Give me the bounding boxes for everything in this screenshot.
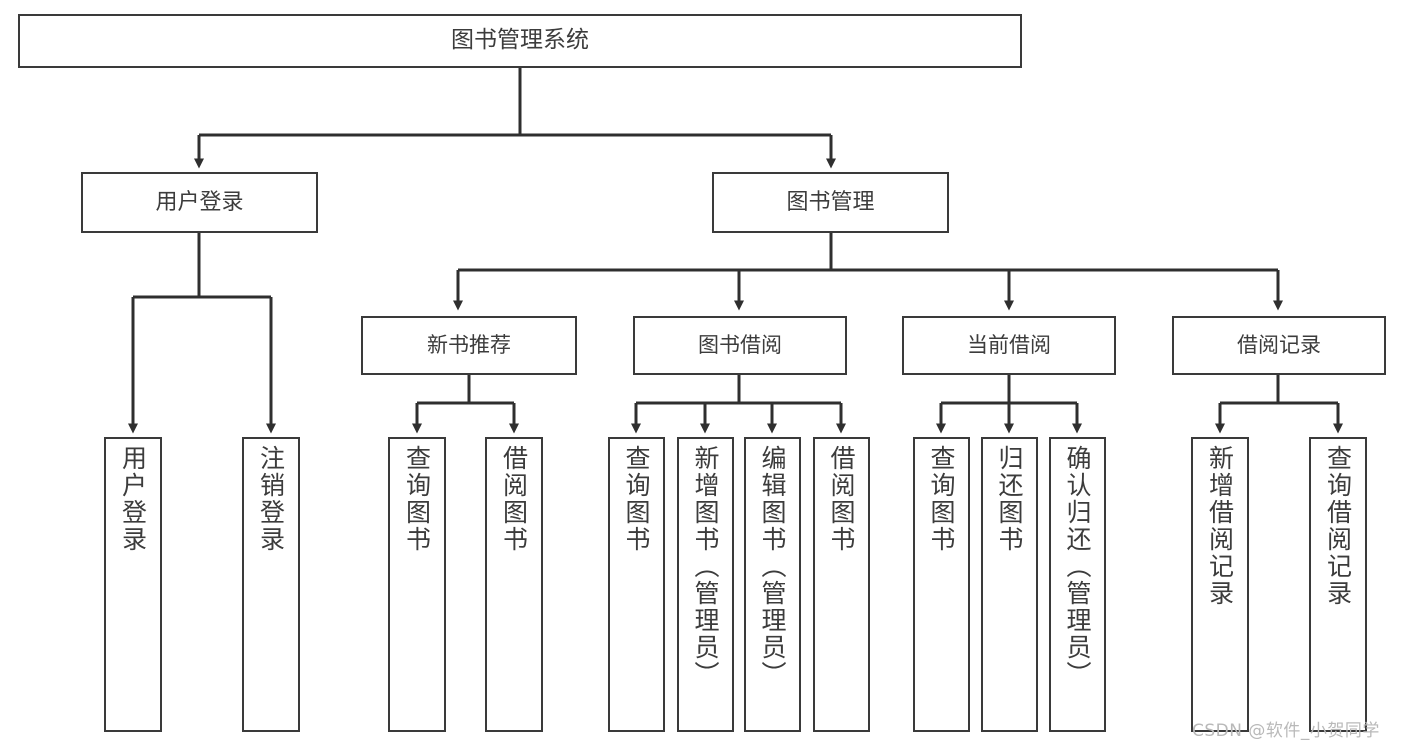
- node-label: 借阅记录: [1237, 333, 1321, 358]
- leaf-logout-login[interactable]: 注销登录: [242, 437, 300, 732]
- node-label: 图书管理: [786, 189, 875, 215]
- csdn-watermark: CSDN @软件_小贺同学: [1192, 721, 1380, 741]
- node-label: 图书管理系统: [451, 27, 589, 54]
- node-label: 新书推荐: [427, 333, 511, 358]
- leaf-label: 借阅图书: [499, 445, 529, 553]
- leaf-query-book-current[interactable]: 查询图书: [913, 437, 970, 732]
- leaf-label: 借阅图书: [827, 445, 856, 553]
- node-borrowing-record[interactable]: 借阅记录: [1172, 316, 1386, 375]
- node-root-book-management-system[interactable]: 图书管理系统: [18, 14, 1022, 68]
- leaf-edit-book-admin[interactable]: 编辑图书（管理员）: [744, 437, 801, 732]
- node-current-borrowing[interactable]: 当前借阅: [902, 316, 1116, 375]
- node-new-book-recommendation[interactable]: 新书推荐: [361, 316, 577, 375]
- leaf-label: 用户登录: [118, 445, 148, 553]
- leaf-query-book-recommendation[interactable]: 查询图书: [388, 437, 446, 732]
- leaf-query-borrow-record[interactable]: 查询借阅记录: [1309, 437, 1367, 732]
- leaf-borrow-book-recommendation[interactable]: 借阅图书: [485, 437, 543, 732]
- leaf-query-book-borrowing[interactable]: 查询图书: [608, 437, 665, 732]
- node-user-login[interactable]: 用户登录: [81, 172, 318, 233]
- node-label: 当前借阅: [967, 333, 1051, 358]
- leaf-return-book[interactable]: 归还图书: [981, 437, 1038, 732]
- leaf-label: 新增图书（管理员）: [691, 445, 720, 688]
- leaf-add-borrow-record[interactable]: 新增借阅记录: [1191, 437, 1249, 732]
- node-book-management[interactable]: 图书管理: [712, 172, 949, 233]
- leaf-label: 确认归还（管理员）: [1063, 445, 1092, 688]
- leaf-label: 查询借阅记录: [1323, 445, 1353, 607]
- leaf-label: 查询图书: [622, 445, 651, 553]
- leaf-label: 查询图书: [927, 445, 956, 553]
- node-label: 用户登录: [155, 189, 244, 215]
- leaf-label: 编辑图书（管理员）: [758, 445, 787, 688]
- leaf-user-login[interactable]: 用户登录: [104, 437, 162, 732]
- leaf-borrow-book-borrowing[interactable]: 借阅图书: [813, 437, 870, 732]
- leaf-add-book-admin[interactable]: 新增图书（管理员）: [677, 437, 734, 732]
- leaf-label: 归还图书: [995, 445, 1024, 553]
- leaf-label: 查询图书: [402, 445, 432, 553]
- node-label: 图书借阅: [698, 333, 782, 358]
- leaf-label: 注销登录: [256, 445, 286, 553]
- leaf-label: 新增借阅记录: [1205, 445, 1235, 607]
- node-book-borrowing[interactable]: 图书借阅: [633, 316, 847, 375]
- leaf-confirm-return-admin[interactable]: 确认归还（管理员）: [1049, 437, 1106, 732]
